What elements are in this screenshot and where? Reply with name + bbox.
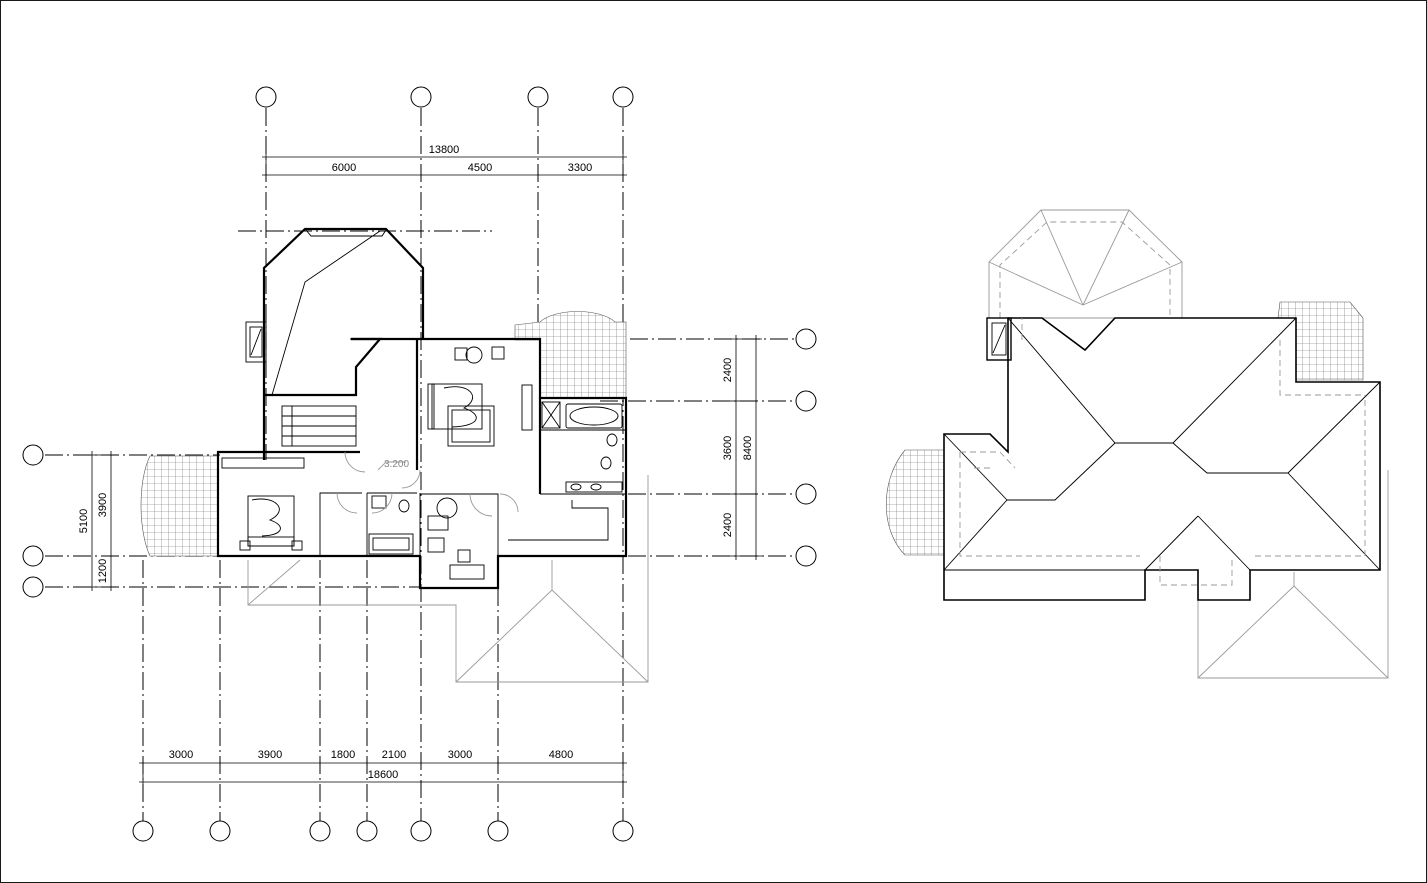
master-bedroom	[427, 346, 533, 447]
roof-terrace-left	[885, 449, 945, 556]
terrace-left	[140, 455, 219, 557]
right-dimensions: 2400 3600 2400 8400	[722, 335, 762, 560]
axis-bubbles	[22, 86, 817, 842]
bottom-dimensions: 3000 3900 1800 2100 3000 4800 18600	[139, 749, 627, 787]
roof-chimney	[986, 317, 1012, 361]
study	[427, 497, 485, 580]
top-dimensions: 13800 6000 4500 3300	[262, 144, 627, 180]
dim-bottom-seg-4: 2100	[382, 749, 406, 761]
level-mark-text: 3.200	[384, 459, 409, 470]
secondary-bath	[368, 495, 414, 555]
dim-bottom-total: 18600	[368, 769, 399, 781]
dim-bottom-seg-2: 3900	[258, 749, 282, 761]
roof-plan	[885, 209, 1389, 679]
bedroom-left	[221, 457, 305, 551]
floor-plan: 13800 6000 4500 3300 3000 3900 1800 2100…	[22, 86, 817, 842]
dim-bottom-seg-6: 4800	[549, 749, 573, 761]
interior-walls	[263, 410, 626, 556]
dim-left-seg-1: 3900	[97, 493, 109, 517]
dim-right-seg-1: 2400	[722, 358, 734, 382]
dim-bottom-seg-3: 1800	[331, 749, 355, 761]
master-bath	[541, 401, 623, 493]
stair	[271, 229, 387, 447]
left-dimensions: 5100 3900 1200	[78, 451, 117, 591]
dim-top-total: 13800	[429, 144, 460, 156]
dim-left-total: 5100	[78, 509, 90, 533]
dim-top-seg-2: 4500	[468, 162, 492, 174]
dim-bottom-seg-5: 3000	[448, 749, 472, 761]
dim-top-seg-1: 6000	[332, 162, 356, 174]
dim-right-seg-2: 3600	[722, 436, 734, 460]
level-mark: 3.200	[377, 459, 409, 471]
dim-bottom-seg-1: 3000	[169, 749, 193, 761]
lower-roof-outline	[247, 475, 649, 683]
exterior-walls	[216, 227, 628, 590]
terraces	[140, 311, 627, 557]
dim-left-seg-2: 1200	[97, 559, 109, 583]
dim-right-total: 8400	[742, 436, 754, 460]
chimney	[245, 321, 267, 363]
doors	[336, 451, 519, 517]
roof-eave-lines	[959, 318, 1366, 586]
main-roof	[943, 317, 1381, 601]
dim-top-seg-3: 3300	[568, 162, 592, 174]
dim-right-seg-3: 2400	[722, 513, 734, 537]
